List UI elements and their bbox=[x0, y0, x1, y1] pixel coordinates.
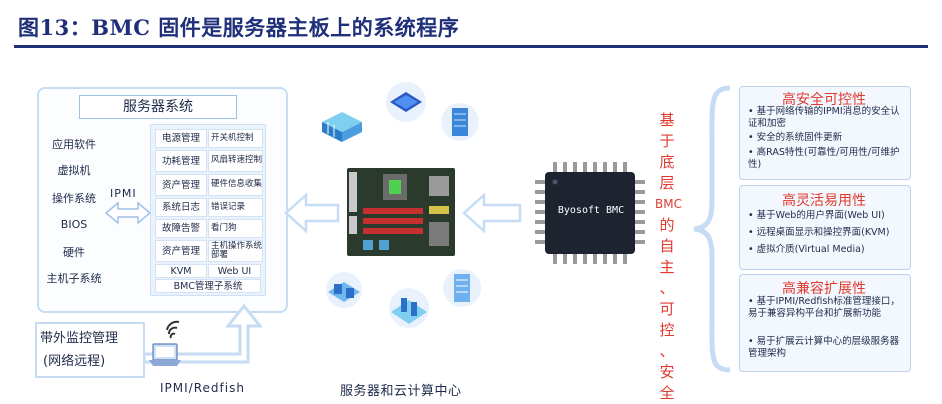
mgmt-cell: 故障告警 bbox=[155, 219, 207, 238]
panel-bullet: • 易于扩展云计算中心的层级服务器管理架构 bbox=[748, 336, 900, 359]
left-arrow-icon bbox=[284, 193, 340, 233]
bmc-subsystem-cell: BMC管理子系统 bbox=[155, 279, 261, 293]
title-rule bbox=[14, 45, 928, 48]
mgmt-cell: KVM bbox=[155, 264, 207, 278]
mgmt-cell: 电源管理 bbox=[155, 129, 207, 148]
ipmi-label: IPMI bbox=[110, 187, 137, 200]
datacenter-caption: 服务器和云计算中心 bbox=[340, 384, 462, 399]
oob-monitoring-box bbox=[35, 322, 145, 378]
mgmt-cell: 开关机控制 bbox=[208, 129, 263, 148]
server-tower-icon bbox=[441, 103, 479, 141]
server-tower-icon bbox=[443, 269, 481, 307]
panel-title: 高安全可控性 bbox=[782, 92, 866, 108]
oob-subtitle: (网络远程) bbox=[43, 354, 106, 369]
panel-bullet: • 远程桌面显示和操控界面(KVM) bbox=[748, 227, 890, 238]
figure-title: 图13：BMC 固件是服务器主板上的系统程序 bbox=[18, 15, 460, 40]
feature-panel-usability bbox=[739, 185, 911, 270]
server-system-title: 服务器系统 bbox=[79, 95, 237, 119]
host-layer-item: 主机子系统 bbox=[46, 272, 102, 285]
panel-title: 高灵活易用性 bbox=[782, 193, 866, 209]
host-layer-list: 应用软件 虚拟机 操作系统 BIOS 硬件 主机子系统 bbox=[41, 124, 107, 292]
feature-panel-security bbox=[739, 86, 911, 180]
panel-bullet: • 虚拟介质(Virtual Media) bbox=[748, 244, 865, 255]
protocol-label: IPMI/Redfish bbox=[160, 381, 245, 395]
mgmt-cell: 硬件信息收集 bbox=[208, 174, 263, 196]
panel-bullet: • 基于IPMI/Redfish标准管理接口，易于兼容异构平台和扩展新功能 bbox=[748, 296, 900, 319]
panel-bullet: • 基于网络传输的IPMI消息的安全认证和加密 bbox=[748, 106, 900, 129]
laptop-wifi-icon bbox=[149, 320, 181, 366]
mgmt-cell: 资产管理 bbox=[155, 174, 207, 196]
server-rack-icon bbox=[322, 112, 362, 142]
host-layer-item: 操作系统 bbox=[52, 192, 96, 205]
storage-chip-icon bbox=[386, 82, 426, 122]
network-cluster-icon bbox=[326, 272, 362, 308]
panel-title: 高兼容扩展性 bbox=[782, 281, 866, 297]
panel-bullet: • 安全的系统固件更新 bbox=[748, 132, 843, 143]
mgmt-cell: 功耗管理 bbox=[155, 150, 207, 172]
datacenter-floor-icon bbox=[389, 288, 429, 328]
mgmt-cell: 系统日志 bbox=[155, 198, 207, 217]
motherboard-icon bbox=[347, 168, 455, 256]
mgmt-cell: 风扇转速控制 bbox=[208, 150, 263, 172]
left-arrow-icon bbox=[462, 193, 522, 233]
panel-bullet: • 高RAS特性(可靠性/可用性/可维护性) bbox=[748, 147, 900, 170]
bmc-management-grid: 电源管理 开关机控制 功耗管理 风扇转速控制 资产管理 硬件信息收集 系统日志 … bbox=[150, 124, 266, 296]
mgmt-cell: 主机操作系统部署 bbox=[208, 240, 263, 262]
mgmt-cell: 资产管理 bbox=[155, 240, 207, 262]
chip-label: Byosoft BMC bbox=[557, 205, 625, 216]
bmc-chip-icon bbox=[535, 162, 645, 264]
grouping-brace bbox=[693, 85, 731, 373]
host-layer-item: BIOS bbox=[60, 218, 88, 231]
bidirectional-arrow-icon bbox=[104, 201, 152, 225]
host-layer-item: 硬件 bbox=[63, 246, 85, 259]
host-layer-item: 虚拟机 bbox=[57, 164, 91, 177]
mgmt-cell: Web UI bbox=[208, 264, 261, 278]
oob-title: 带外监控管理 bbox=[40, 331, 119, 346]
mgmt-cell: 看门狗 bbox=[208, 219, 263, 238]
host-layer-item: 应用软件 bbox=[52, 138, 96, 151]
panel-bullet: • 基于Web的用户界面(Web UI) bbox=[748, 210, 885, 221]
feature-panel-compatibility bbox=[739, 274, 911, 372]
mgmt-cell: 错误记录 bbox=[208, 198, 263, 217]
